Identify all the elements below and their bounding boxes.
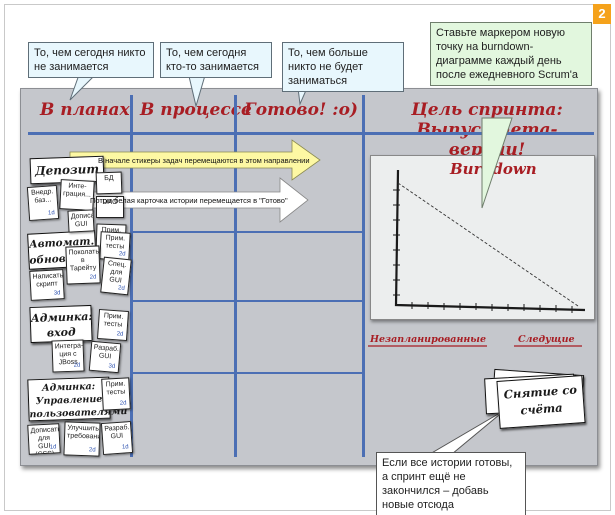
task-text: Разраб. GUI	[93, 343, 120, 361]
task-text: Внедр. баз...	[30, 188, 54, 205]
column-header-sprint-goal: Цель спринта: Выпуск бета-версии!	[411, 100, 563, 160]
header-divider-line	[28, 132, 594, 135]
task-estimate: 2d	[89, 274, 97, 281]
task-text: Прим. тесты	[103, 312, 124, 329]
callout-in-progress: То, чем сегодня кто-то занимается	[160, 42, 272, 78]
task-text: Прим. тесты	[105, 380, 126, 397]
task-text: DAO	[102, 199, 118, 206]
task-text: Улучшить требования	[66, 424, 101, 441]
task-estimate: 1d	[47, 210, 55, 217]
task-text: Разраб. GUI	[104, 424, 130, 441]
callout-unplanned: Если все истории готовы, а спринт ещё не…	[376, 452, 526, 515]
callout-backlog: То, чем сегодня никто не занимается	[28, 42, 154, 78]
task-text: Инте-грация...	[62, 182, 92, 199]
row-divider-3	[130, 372, 364, 374]
task-sticker: Инте-грация...	[59, 179, 95, 211]
task-text: Прим. тесты	[105, 234, 126, 251]
task-sticker: Разраб. GUI 3d	[88, 340, 122, 374]
task-estimate: 1d	[49, 444, 57, 451]
task-sticker: Дописать GUI	[67, 209, 95, 233]
column-divider-2	[234, 95, 237, 457]
task-sticker: Прим. тесты 2d	[101, 377, 131, 411]
task-text: Спец. для GUI	[107, 260, 127, 285]
column-header-done: Готово! :о)	[244, 100, 358, 120]
column-divider-1	[130, 95, 133, 457]
task-sticker: Прим. тесты 2d	[96, 308, 130, 342]
white-arrow-label: Потом белая карточка истории перемещаетс…	[90, 196, 288, 205]
task-sticker: БД	[95, 171, 123, 195]
column-divider-3	[362, 95, 365, 457]
task-sticker: Разраб. GUI 1d	[100, 420, 134, 456]
backlog-story-card: Снятие со счёта	[496, 375, 586, 429]
callout-burndown: Ставьте маркером новую точку на burndown…	[430, 22, 592, 86]
task-text: Дописать GUI	[70, 211, 95, 229]
figure-number-badge: 2	[593, 4, 611, 24]
task-text: Написать скрипт	[32, 272, 64, 289]
column-header-todo: В планах	[40, 100, 130, 120]
burndown-chart-panel	[370, 155, 595, 320]
story-card: Админка: вход	[29, 304, 93, 344]
row-divider-1	[130, 231, 364, 233]
task-sticker: DAO	[96, 196, 124, 218]
burndown-title: Burndown	[450, 160, 537, 178]
task-estimate: 3d	[53, 290, 61, 297]
task-estimate: 2d	[119, 400, 127, 407]
task-estimate: 3d	[108, 363, 116, 370]
task-estimate: 2d	[117, 285, 126, 292]
task-sticker: Дописать для GUI (CSS)1d	[27, 423, 61, 455]
task-estimate: 2d	[116, 331, 124, 338]
task-estimate: 1d	[121, 444, 129, 451]
row-divider-2	[130, 300, 364, 302]
task-text: БД	[104, 174, 114, 183]
column-header-in-progress: В процессе	[140, 100, 252, 120]
task-estimate: 2d	[73, 362, 81, 369]
task-sticker: Улучшить требования 2d	[63, 421, 101, 457]
task-estimate: 2d	[88, 447, 96, 454]
next-label: Следущие	[518, 334, 575, 345]
task-text: Поколаться в Тарейту	[68, 248, 101, 273]
unplanned-label: Незапланированные	[370, 334, 487, 345]
yellow-arrow-label: В начале стикеры задач перемещаются в эт…	[98, 156, 310, 165]
story-card: Админка: Управление пользователями	[27, 376, 127, 422]
callout-done: То, чем больше никто не будет заниматься	[282, 42, 404, 92]
task-sticker: Внедр. баз... 1d	[26, 184, 60, 222]
